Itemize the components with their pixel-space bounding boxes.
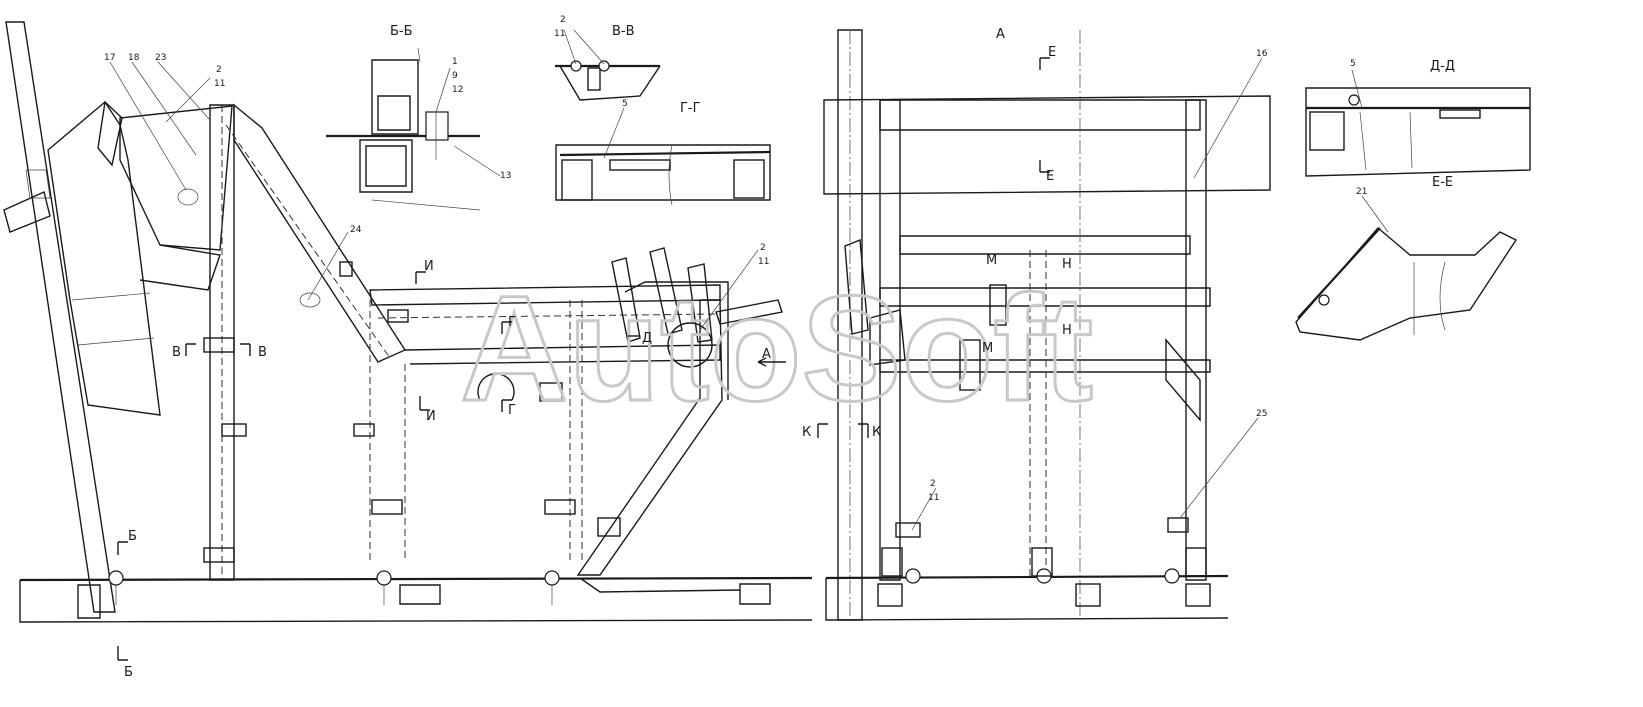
section-mark-a-arrow: А	[762, 347, 771, 362]
callout-2-d: 2	[930, 479, 936, 489]
watermark: AutoSoft	[460, 264, 1093, 432]
callout-2-b: 2	[760, 243, 766, 253]
detail-bb	[326, 47, 501, 211]
callout-5-b: 5	[1350, 59, 1356, 69]
section-mark-g-a: Г	[508, 315, 516, 330]
callout-16: 16	[1256, 49, 1268, 59]
callout-11-b: 11	[758, 257, 769, 267]
callout-17: 17	[104, 53, 115, 63]
callout-25: 25	[1256, 409, 1267, 419]
hopper-body	[47, 100, 161, 416]
callout-12: 12	[452, 85, 463, 95]
right-diagonal	[576, 299, 723, 576]
detail-gg	[555, 144, 771, 206]
view-a-frame	[823, 29, 1271, 621]
section-mark-d: Д	[642, 331, 652, 346]
section-mark-n-bottom: Н	[1062, 323, 1072, 338]
section-title-gg: Г-Г	[680, 101, 701, 116]
section-mark-e-top: Е	[1048, 45, 1056, 60]
callout-11-c: 11	[554, 29, 565, 39]
section-mark-n-top: Н	[1062, 257, 1072, 272]
callout-23: 23	[155, 53, 166, 63]
callout-24: 24	[350, 225, 362, 235]
callout-21: 21	[1356, 187, 1367, 197]
nozzle-1	[611, 257, 641, 343]
section-mark-b-top: Б	[128, 529, 137, 544]
section-title-dd: Д-Д	[1430, 59, 1455, 74]
section-mark-e-bottom: Е	[1046, 169, 1054, 184]
section-mark-m-top: М	[986, 253, 997, 268]
callout-18: 18	[128, 53, 140, 63]
section-mark-m-bottom: М	[982, 341, 993, 356]
section-mark-g-b: Г	[508, 403, 516, 418]
callout-2-c: 2	[560, 15, 566, 25]
detail-dd	[1305, 87, 1531, 177]
section-mark-v-right: В	[258, 345, 267, 360]
nozzle-2	[649, 247, 683, 335]
section-mark-i-bottom: И	[426, 409, 436, 424]
section-mark-b-bottom: Б	[124, 665, 133, 680]
nozzle-4	[715, 299, 783, 325]
hopper-hole	[177, 188, 199, 206]
section-title-bb: Б-Б	[390, 24, 413, 39]
callout-11-d: 11	[928, 493, 939, 503]
section-title-a: А	[996, 27, 1005, 42]
callout-1: 1	[452, 57, 458, 67]
callout-2-a: 2	[216, 65, 222, 75]
section-mark-v-left: В	[172, 345, 181, 360]
slanted-column	[5, 21, 116, 613]
detail-vv	[555, 60, 661, 101]
upper-frame-band	[823, 95, 1271, 195]
callout-13: 13	[500, 171, 511, 181]
pipe-circle	[667, 322, 713, 368]
base-beam-top	[19, 576, 813, 582]
callout-9: 9	[452, 71, 458, 81]
callout-11-a: 11	[214, 79, 225, 89]
hopper-plate	[119, 105, 233, 251]
diagonal-brace	[233, 103, 407, 363]
section-title-vv: В-В	[612, 24, 635, 39]
section-mark-k-left: К	[802, 425, 811, 440]
side-view-frame	[3, 21, 813, 623]
pipe-bend	[477, 373, 515, 401]
detail-ee	[1295, 227, 1518, 341]
callouts: 17 18 23 2 11 24 2 11 1 9 12 13 2 11 5 1…	[104, 15, 1389, 531]
column-bracket	[3, 191, 51, 233]
section-marks: Б Б В В И И Г Г Д А Е Е М М Н Н К К	[117, 45, 1072, 680]
callout-5-a: 5	[622, 99, 628, 109]
section-title-ee: Е-Е	[1432, 175, 1453, 190]
section-mark-k-right: К	[872, 425, 881, 440]
section-mark-i-top: И	[424, 259, 434, 274]
